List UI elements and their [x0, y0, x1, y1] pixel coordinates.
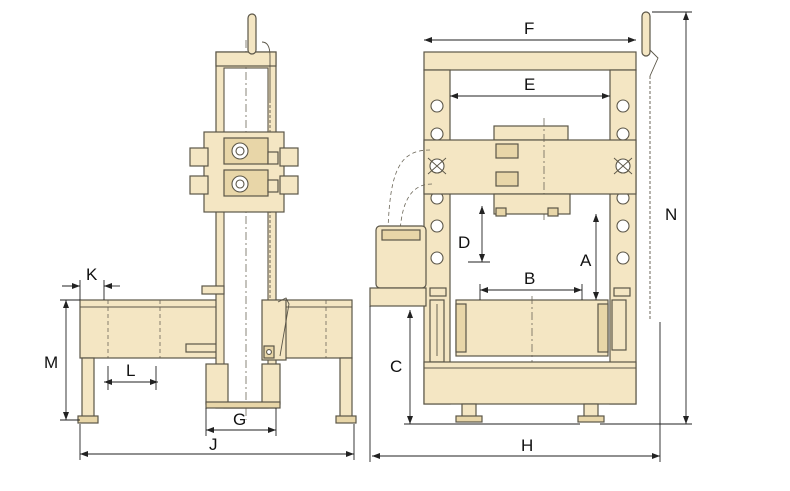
label-d: D	[458, 233, 470, 252]
side-leg-left	[81, 357, 95, 419]
label-k: K	[86, 265, 98, 284]
label-l: L	[126, 361, 135, 380]
label-e: E	[524, 75, 535, 94]
label-a: A	[580, 251, 592, 270]
label-j: J	[209, 435, 218, 454]
front-upright-right	[609, 69, 637, 405]
front-crosshead	[423, 139, 637, 195]
side-leg-right	[339, 357, 353, 419]
label-g: G	[233, 410, 246, 429]
dimension-labels: K M L G J F E D B A C H N	[44, 19, 677, 455]
label-f: F	[524, 19, 534, 38]
side-view	[77, 13, 357, 424]
label-b: B	[524, 269, 535, 288]
front-lower-frame	[423, 361, 637, 405]
label-c: C	[390, 357, 402, 376]
label-h: H	[521, 436, 533, 455]
label-m: M	[44, 353, 58, 372]
right-pin-holes	[616, 99, 630, 265]
front-top-beam	[423, 51, 637, 71]
front-view	[369, 11, 659, 423]
label-n: N	[665, 205, 677, 224]
dimension-lines	[60, 11, 692, 462]
left-pin-holes	[430, 99, 444, 265]
